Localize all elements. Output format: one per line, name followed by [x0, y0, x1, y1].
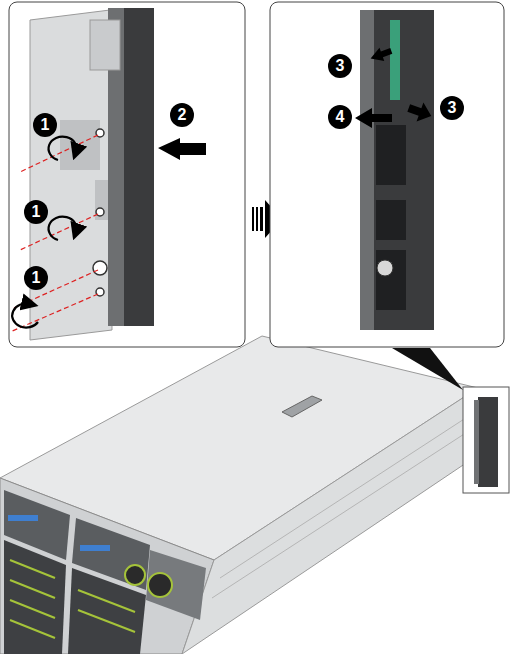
illustration-part: [60, 120, 100, 170]
callout-number: 3: [328, 54, 352, 78]
illustration-part: [158, 138, 206, 160]
illustration-part: [376, 250, 406, 310]
illustration-part: [125, 565, 145, 585]
illustration-part: [12, 137, 76, 328]
callout-number: 4: [328, 105, 352, 129]
illustration-part: [10, 580, 55, 598]
illustration-part: [463, 387, 509, 493]
illustration-part: [78, 610, 135, 632]
illustration-part: [9, 2, 245, 347]
illustration-part: [10, 560, 135, 638]
illustration-part: [49, 137, 77, 160]
illustration-part: [368, 44, 393, 65]
illustration-part: [282, 396, 322, 417]
illustration-part: [376, 125, 406, 185]
illustration-part: [355, 108, 392, 128]
illustration-part: [390, 20, 400, 100]
illustration-part: [220, 410, 478, 578]
callout-number: 3: [440, 96, 464, 120]
callout-number: 1: [33, 113, 57, 137]
illustration-part: [252, 207, 254, 231]
callout-number: 2: [170, 103, 194, 127]
illustration-part: [10, 600, 55, 618]
illustration-part: [93, 261, 107, 275]
callout-number: 1: [24, 200, 48, 224]
illustration-part: [80, 545, 110, 551]
illustration-part: [260, 207, 263, 231]
callout-number: 1: [24, 266, 48, 290]
illustration-part: [212, 425, 478, 598]
illustration-part: [124, 8, 154, 326]
illustration-part: [377, 260, 393, 276]
illustration-part: [20, 135, 98, 172]
illustration-part: [376, 125, 406, 310]
illustration-part: [0, 478, 214, 654]
illustration-part: [10, 620, 55, 638]
illustration-part: [405, 98, 434, 125]
illustration-part: [10, 135, 98, 332]
illustration-part: [49, 217, 77, 240]
illustration-part: [182, 388, 478, 654]
illustration-part: [12, 304, 38, 328]
illustration-part: [10, 560, 55, 578]
illustration-part: [474, 400, 479, 484]
illustration-part: [148, 573, 172, 597]
illustration-part: [256, 207, 258, 231]
illustration-part: [392, 348, 463, 390]
illustration-part: [78, 590, 135, 612]
illustration-part: [146, 550, 206, 620]
illustration-part: [10, 294, 98, 332]
illustration-part: [376, 200, 406, 240]
illustration-part: [270, 2, 504, 347]
illustration-part: [478, 397, 498, 487]
illustration-part: [8, 515, 38, 521]
illustration-part: [4, 540, 66, 654]
illustration-part: [90, 20, 120, 70]
